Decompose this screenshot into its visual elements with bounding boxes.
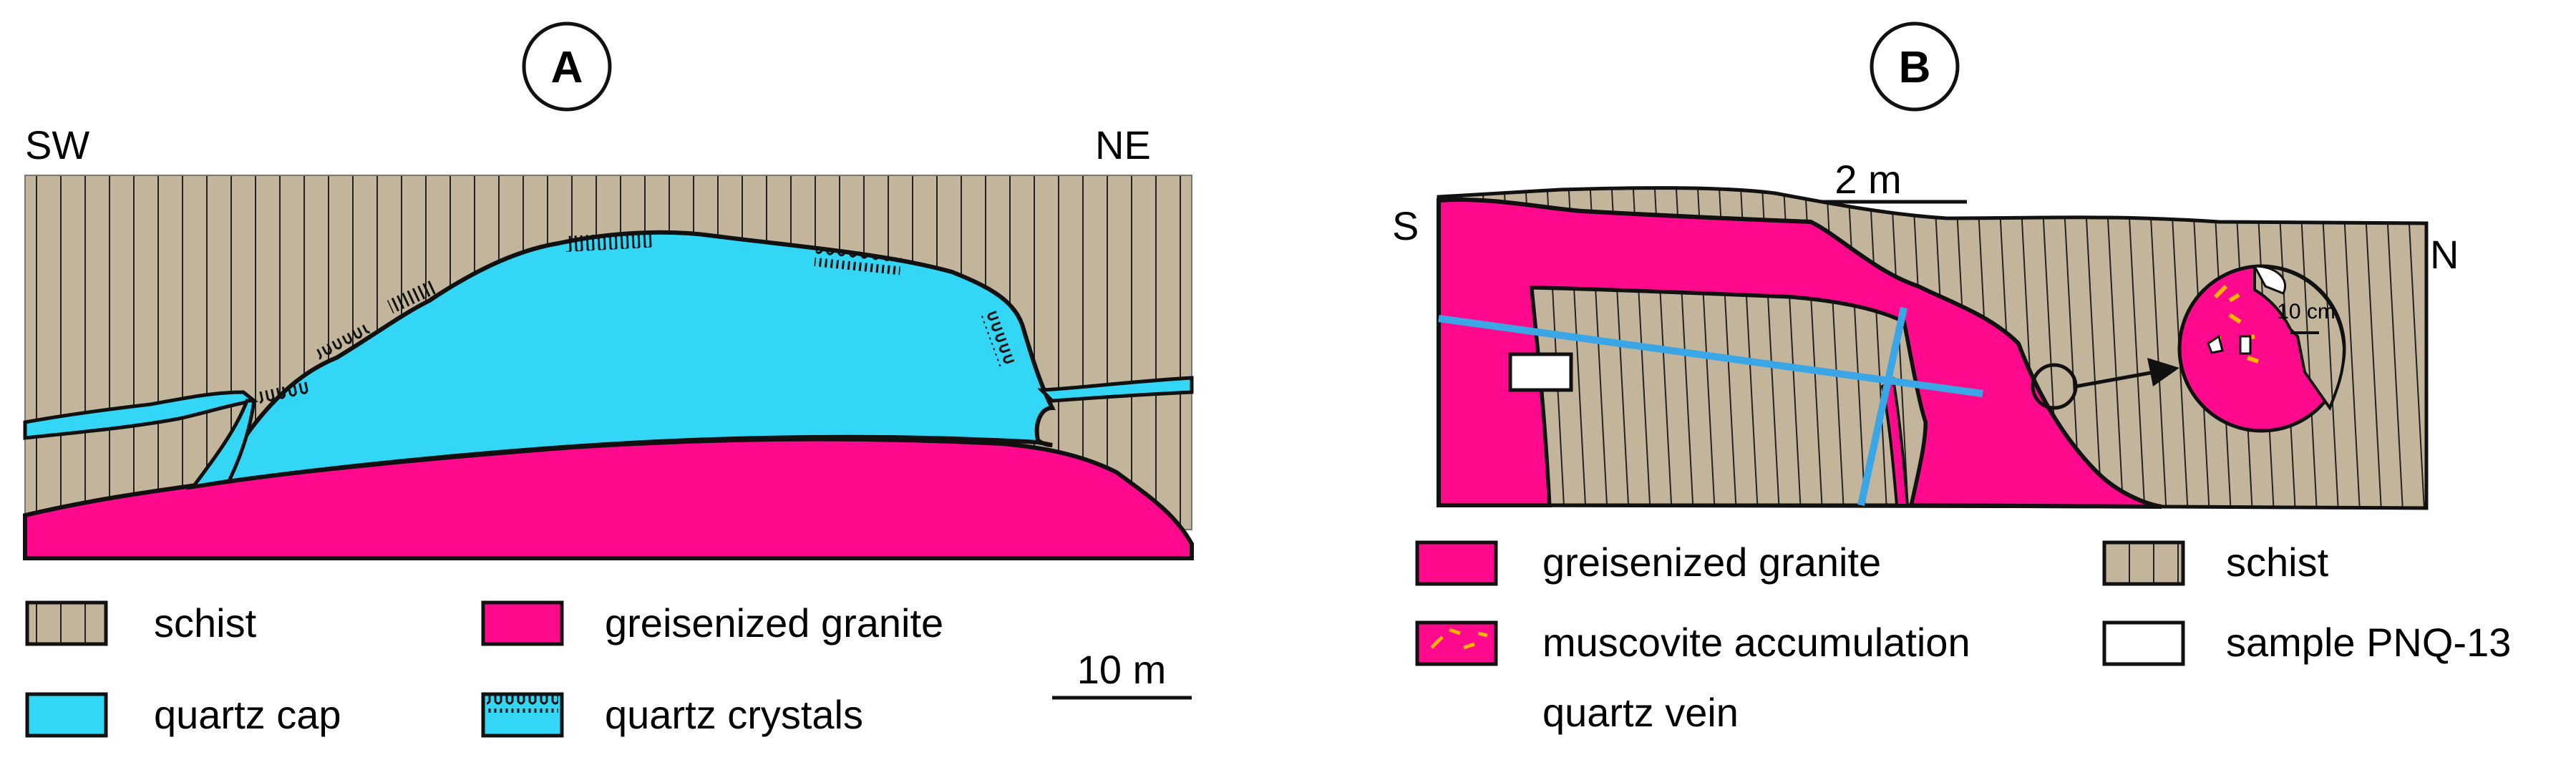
inset-sample-b: [2239, 335, 2252, 355]
panel-b-label: B: [1899, 43, 1931, 92]
sample-pnq13-b: [1508, 352, 1573, 392]
legend-b: greisenized granite schist muscovite acc…: [1415, 540, 2511, 735]
legend-schist-swatch: [25, 600, 108, 646]
granite-dike-b: [1880, 376, 1910, 507]
legend-sample-swatch: [2102, 620, 2185, 666]
dir-sw: SW: [25, 122, 89, 167]
legend-crystals-label: quartz crystals: [605, 692, 863, 737]
legend-schist-label: schist: [154, 600, 257, 645]
legend-granite-swatch: [481, 600, 564, 646]
quartz-cap-unit-a: [185, 230, 1056, 490]
legend-quartz-cap-swatch: [25, 692, 108, 738]
inset-arrow: [2075, 370, 2155, 389]
legend-muscovite-flakes: [1430, 628, 1488, 650]
quartz-vein-b-1: [1438, 315, 1983, 397]
legend-granite-swatch-b: [1415, 540, 1498, 586]
legend-muscovite-label: muscovite accumulation: [1542, 620, 1970, 665]
panel-b-badge: [1870, 21, 1960, 112]
panel-a-badge: [522, 21, 612, 112]
panel-a: A SW NE schist greisenize: [23, 21, 1194, 738]
legend-granite-label-b: greisenized granite: [1542, 540, 1881, 585]
scale-label-b: 2 m: [1834, 157, 1901, 202]
dir-ne: NE: [1095, 122, 1151, 167]
legend-schist-swatch-b: [2102, 540, 2185, 586]
inset-arrowhead: [2147, 358, 2179, 386]
dir-s: S: [1392, 203, 1419, 248]
legend-a: schist greisenized granite quartz cap qu…: [25, 600, 1192, 738]
inset-sample-a: [2207, 334, 2224, 354]
legend-quartz-cap-label: quartz cap: [154, 692, 341, 737]
legend-schist-label-b: schist: [2226, 540, 2329, 585]
zoom-inset: 10 cm: [2177, 264, 2346, 433]
quartz-crystals-a: [258, 230, 1015, 408]
legend-quartz-vein-label: quartz vein: [1542, 690, 1739, 735]
quartz-vein-right-a: [1037, 376, 1194, 403]
inset-scale-label: 10 cm: [2277, 300, 2336, 323]
legend-granite-label: greisenized granite: [605, 600, 943, 645]
dir-n: N: [2430, 232, 2459, 277]
legend-muscovite-swatch: [1415, 620, 1498, 666]
scale-label-a: 10 m: [1077, 647, 1167, 692]
panel-b: B S N 2 m: [1392, 21, 2511, 735]
legend-sample-label: sample PNQ-13: [2226, 620, 2511, 665]
panel-a-label: A: [551, 43, 583, 92]
quartz-vein-b-2: [1857, 306, 1907, 507]
quartz-lobe-a: [189, 399, 256, 489]
